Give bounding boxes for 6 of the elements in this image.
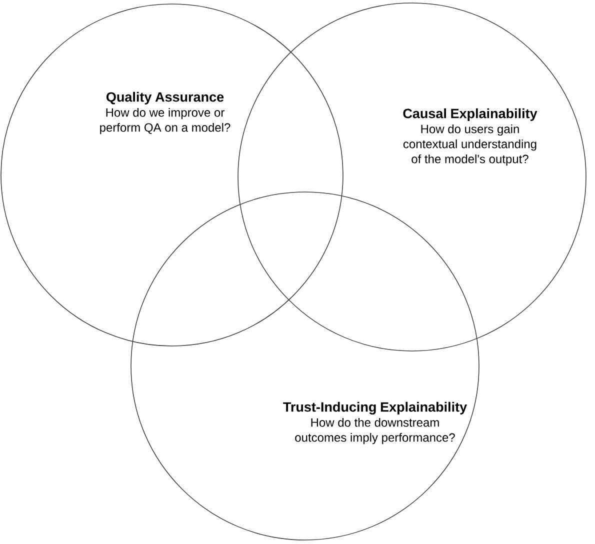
- circle-question: How do we improve or perform QA on a model?: [100, 108, 230, 134]
- circle-question: How do users gain contextual understanding of the model's output?: [403, 124, 536, 166]
- circle-heading: Causal Explainability: [403, 108, 538, 121]
- circle-heading: Trust-Inducing Explainability: [283, 402, 467, 414]
- circle-heading: Quality Assurance: [106, 92, 224, 104]
- circle-question: How do the downstream outcomes imply performance?: [295, 418, 455, 444]
